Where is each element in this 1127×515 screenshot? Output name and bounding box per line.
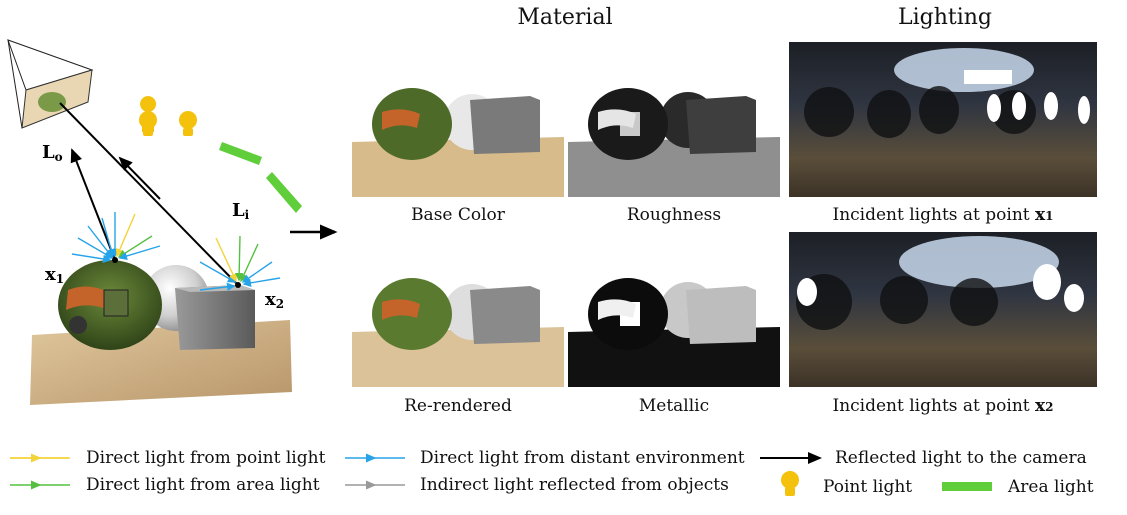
material-header: Material <box>517 5 613 30</box>
label-x1: x1 <box>45 264 64 286</box>
caption-incident-x1: Incident lights at point x1 <box>832 205 1054 225</box>
label-lo: Lo <box>42 142 63 164</box>
legend-reflected-camera: Reflected light to the camera <box>835 448 1087 468</box>
scene-diagram: Lo Li x1 x2 <box>7 39 338 405</box>
legend-area-light: Area light <box>1008 477 1094 497</box>
caption-incident-x2: Incident lights at point x2 <box>832 396 1054 416</box>
bulb-icon <box>139 96 157 136</box>
camera-frustum <box>7 39 94 129</box>
area-light-swatch <box>942 482 992 491</box>
caption-re-rendered: Re-rendered <box>404 396 512 416</box>
metallic-image <box>568 232 780 387</box>
caption-base-color: Base Color <box>411 205 505 225</box>
bulb-icon <box>781 471 799 496</box>
roughness-image <box>568 42 780 197</box>
legend-area-light-direct: Direct light from area light <box>86 475 320 495</box>
caption-metallic: Metallic <box>638 396 710 416</box>
legend-symbols <box>10 452 992 496</box>
incident-arrows-x2 <box>199 235 281 291</box>
label-x2: x2 <box>265 289 284 311</box>
re-rendered-image <box>352 232 564 387</box>
legend-environment-direct: Direct light from distant environment <box>420 448 745 468</box>
label-li: Li <box>232 200 250 222</box>
base-color-image <box>352 42 564 197</box>
incident-light-map-x1 <box>789 42 1097 197</box>
legend-indirect: Indirect light reflected from objects <box>420 475 729 495</box>
helmet <box>58 260 162 350</box>
incident-light-map-x2 <box>789 232 1097 387</box>
bulb-icon <box>179 111 197 136</box>
lighting-header: Lighting <box>897 5 993 30</box>
incident-arrows-x1 <box>71 212 161 264</box>
cube <box>175 285 255 350</box>
legend-point-light: Point light <box>823 477 913 497</box>
area-light-bars <box>219 142 302 213</box>
legend-point-light-direct: Direct light from point light <box>86 448 326 468</box>
caption-roughness: Roughness <box>626 205 722 225</box>
